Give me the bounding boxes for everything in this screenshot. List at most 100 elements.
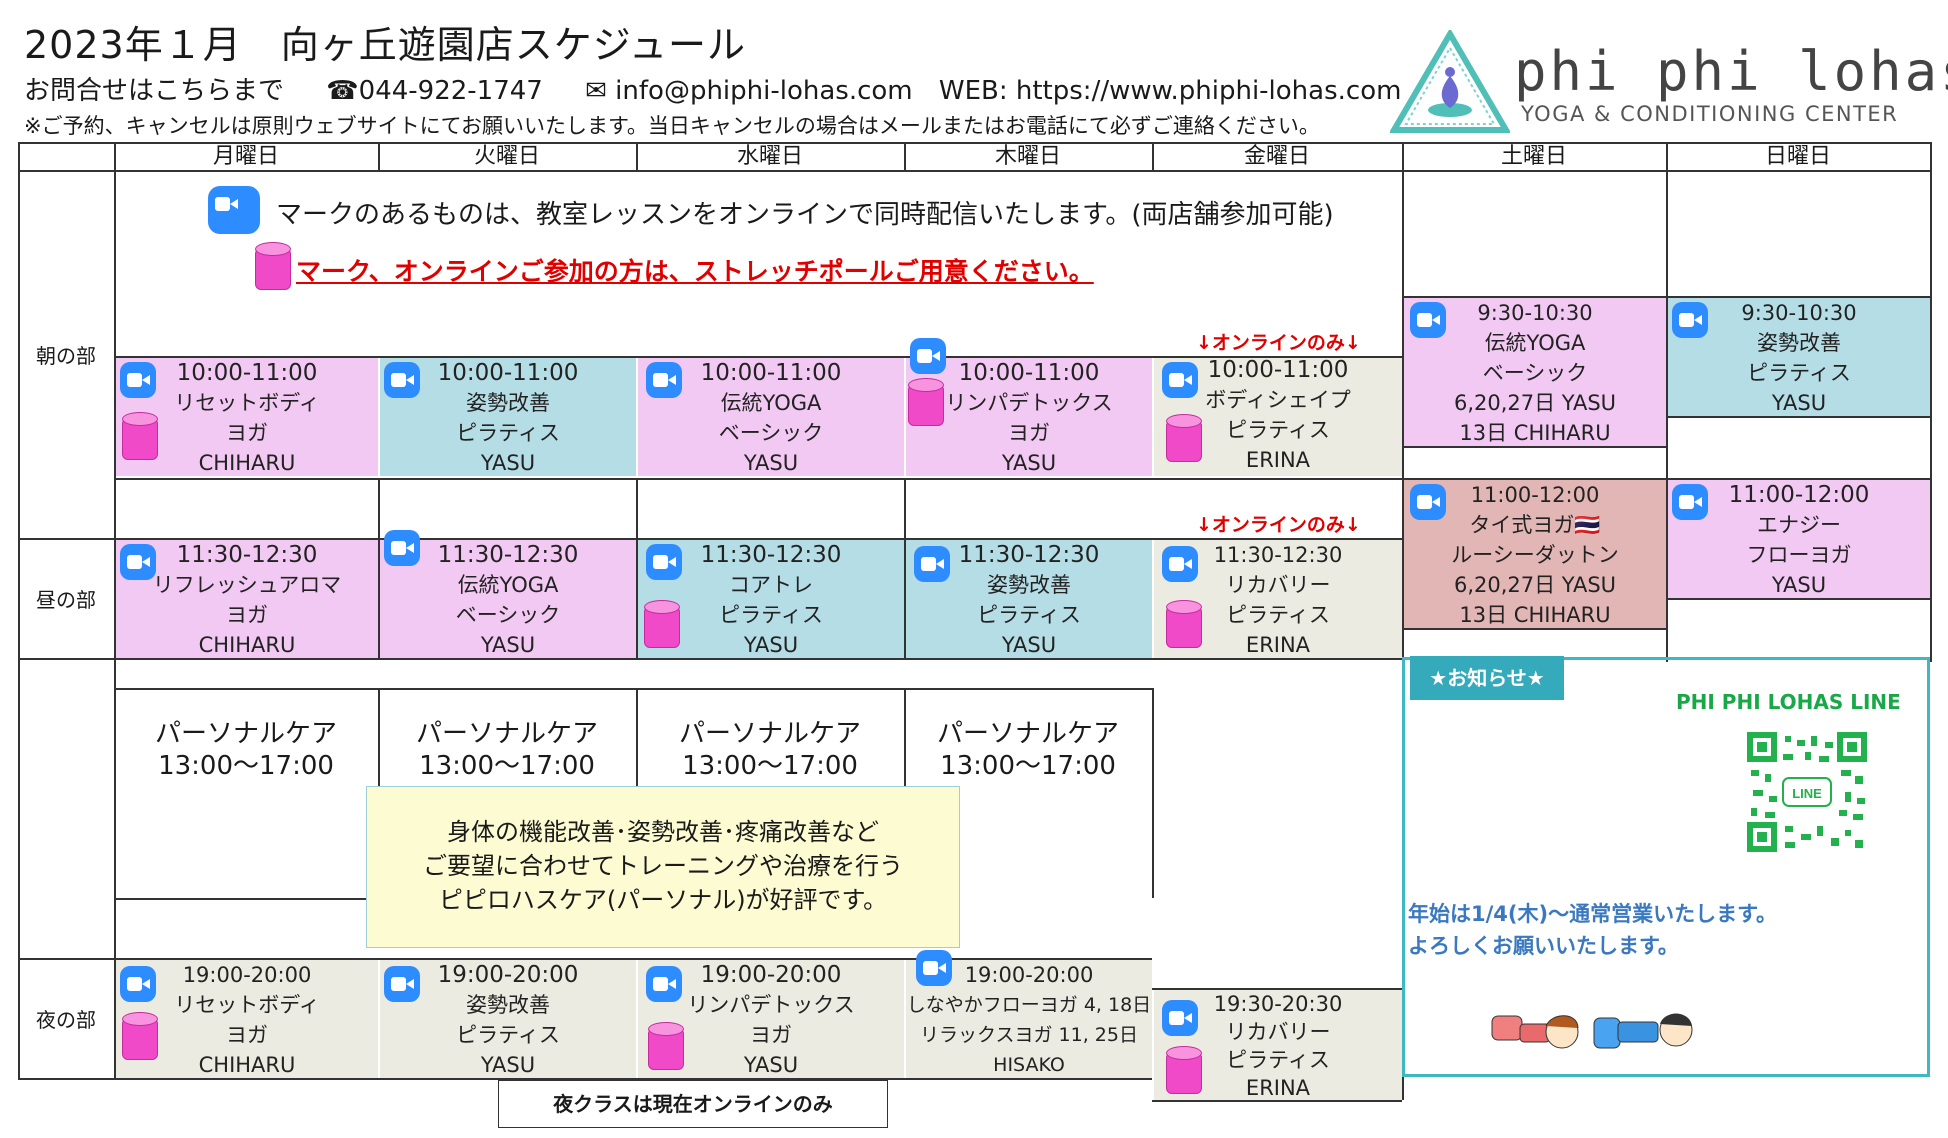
email-address[interactable]: ✉ info@phiphi-lohas.com: [585, 76, 913, 106]
class-cell[interactable]: 9:30-10:30 姿勢改善 ピラティス YASU: [1668, 298, 1930, 416]
class-time: 11:00-12:00: [1728, 482, 1870, 508]
news-message: 年始は1/4(木)～通常営業いたします。 よろしくお願いいたします。: [1408, 898, 1777, 962]
zoom-icon: [120, 966, 156, 1002]
instructor: ERINA: [1245, 633, 1311, 657]
grid-line: [1152, 988, 1402, 990]
page-title: 2023年１月 向ヶ丘遊園店スケジュール: [24, 23, 747, 67]
instructor: YASU: [480, 451, 536, 475]
class-cell[interactable]: 11:30-12:30 伝統YOGA ベーシック YASU: [380, 540, 636, 658]
class-time: 19:00-20:00: [437, 962, 579, 988]
class-type: ヨガ: [226, 1023, 268, 1047]
stretching-figures-illustration: [1491, 1013, 1693, 1049]
zoom-icon: [384, 362, 420, 398]
website-url[interactable]: WEB: https://www.phiphi-lohas.com: [938, 76, 1402, 106]
instructor: YASU: [1771, 391, 1827, 415]
zoom-icon: [1162, 362, 1198, 398]
class-name: 姿勢改善: [466, 391, 550, 415]
grid-line: [378, 478, 380, 658]
grid-line: [18, 538, 1402, 540]
class-type: ピラティス: [1226, 1048, 1330, 1072]
grid-line: [18, 1078, 1152, 1080]
class-time: 19:00-20:00: [182, 963, 312, 987]
instructor: 6,20,27日 YASU: [1453, 573, 1617, 597]
personal-care-title: パーソナルケア: [154, 719, 337, 749]
class-time: 19:00-20:00: [700, 962, 842, 988]
class-cell[interactable]: 10:00-11:00 リンパデトックス ヨガ YASU: [906, 358, 1152, 476]
online-only-label: ↓オンラインのみ↓: [1196, 332, 1361, 354]
stretch-pole-icon: [648, 1022, 684, 1072]
line-title[interactable]: PHI PHI LOHAS LINE: [1676, 690, 1901, 714]
class-cell[interactable]: 9:30-10:30 伝統YOGA ベーシック 6,20,27日 YASU 13…: [1404, 298, 1666, 446]
class-cell[interactable]: 19:00-20:00 姿勢改善 ピラティス YASU: [380, 960, 636, 1078]
pole-notice: マーク、オンラインご参加の方は、ストレッチポールご用意ください。: [296, 257, 1094, 286]
grid-line: [1930, 142, 1932, 662]
period-night: 夜の部: [36, 1008, 96, 1032]
class-name: エナジー: [1757, 513, 1841, 537]
class-name: ボディシェイプ: [1205, 388, 1351, 412]
instructor: HISAKO: [993, 1054, 1065, 1076]
class-time: 9:30-10:30: [1741, 301, 1857, 325]
day-header-fri: 金曜日: [1243, 144, 1310, 169]
class-name: 姿勢改善: [1757, 331, 1841, 355]
class-time: 11:30-12:30: [437, 542, 579, 568]
grid-line: [1666, 416, 1930, 418]
line-qr-code[interactable]: LINE: [1745, 730, 1869, 854]
stretch-pole-icon: [255, 242, 291, 292]
class-cell[interactable]: 10:00-11:00 伝統YOGA ベーシック YASU: [638, 358, 904, 476]
instructor: YASU: [743, 451, 799, 475]
class-time: 10:00-11:00: [176, 360, 318, 386]
class-time: 10:00-11:00: [437, 360, 579, 386]
callout-line: 身体の機能改善･姿勢改善･疼痛改善など: [447, 818, 879, 846]
instructor: YASU: [480, 633, 536, 657]
stretch-pole-icon: [1166, 414, 1202, 464]
class-name: リセットボディ: [174, 391, 320, 415]
stretch-pole-icon: [1166, 600, 1202, 650]
news-box: [1402, 657, 1930, 1077]
class-type: ピラティス: [1226, 603, 1330, 627]
class-cell[interactable]: 10:00-11:00 リセットボディ ヨガ CHIHARU: [116, 358, 378, 476]
zoom-icon: [646, 544, 682, 580]
grid-line: [1666, 142, 1668, 662]
personal-care-callout: 身体の機能改善･姿勢改善･疼痛改善など ご要望に合わせてトレーニングや治療を行う…: [366, 786, 960, 948]
class-cell[interactable]: 11:30-12:30 コアトレ ピラティス YASU: [638, 540, 904, 658]
personal-care-time: 13:00～17:00: [940, 751, 1116, 781]
class-type: ヨガ: [226, 603, 268, 627]
class-name: 姿勢改善: [466, 993, 550, 1017]
class-time: 11:30-12:30: [958, 542, 1100, 568]
grid-line: [114, 898, 366, 900]
day-header-tue: 火曜日: [473, 144, 540, 169]
class-name: 伝統YOGA: [457, 573, 559, 597]
class-cell[interactable]: 11:30-12:30 リフレッシュアロマ ヨガ CHIHARU: [116, 540, 378, 658]
night-online-notice: 夜クラスは現在オンラインのみ: [498, 1080, 888, 1128]
zoom-icon: [120, 362, 156, 398]
class-type: ピラティス: [719, 603, 823, 627]
class-cell[interactable]: 11:00-12:00 エナジー フローヨガ YASU: [1668, 480, 1930, 598]
class-type: フローヨガ: [1746, 543, 1852, 567]
brand-subtitle: YOGA & CONDITIONING CENTER: [1521, 102, 1899, 126]
instructor: YASU: [1001, 451, 1057, 475]
grid-line: [114, 478, 1930, 480]
grid-line: [18, 958, 1152, 960]
class-type: ルーシーダットン: [1451, 543, 1619, 567]
grid-line: [636, 478, 638, 658]
personal-care-time: 13:00～17:00: [419, 751, 595, 781]
zoom-icon: [646, 966, 682, 1002]
class-name: リンパデトックス: [945, 391, 1113, 415]
class-cell[interactable]: 10:00-11:00 姿勢改善 ピラティス YASU: [380, 358, 636, 476]
class-cell[interactable]: 19:00-20:00 リセットボディ ヨガ CHIHARU: [116, 960, 378, 1078]
class-cell[interactable]: 19:00-20:00 しなやかフローヨガ 4, 18日 リラックスヨガ 11,…: [906, 960, 1152, 1078]
zoom-icon: [1672, 484, 1708, 520]
grid-line: [1152, 1100, 1402, 1102]
class-time: 10:00-11:00: [958, 360, 1100, 386]
class-name: リンパデトックス: [687, 993, 855, 1017]
class-cell[interactable]: 11:00-12:00 タイ式ヨガ🇹🇭 ルーシーダットン 6,20,27日 YA…: [1404, 480, 1666, 628]
personal-care[interactable]: パーソナルケア 13:00～17:00: [378, 718, 636, 782]
personal-care[interactable]: パーソナルケア 13:00～17:00: [114, 718, 378, 782]
personal-care-time: 13:00～17:00: [158, 751, 334, 781]
class-type: ヨガ: [1008, 421, 1050, 445]
personal-care[interactable]: パーソナルケア 13:00～17:00: [904, 718, 1152, 782]
class-type: ピラティス: [456, 1023, 560, 1047]
personal-care[interactable]: パーソナルケア 13:00～17:00: [636, 718, 904, 782]
phone-number[interactable]: ☎044-922-1747: [326, 76, 543, 106]
grid-line: [904, 688, 906, 788]
